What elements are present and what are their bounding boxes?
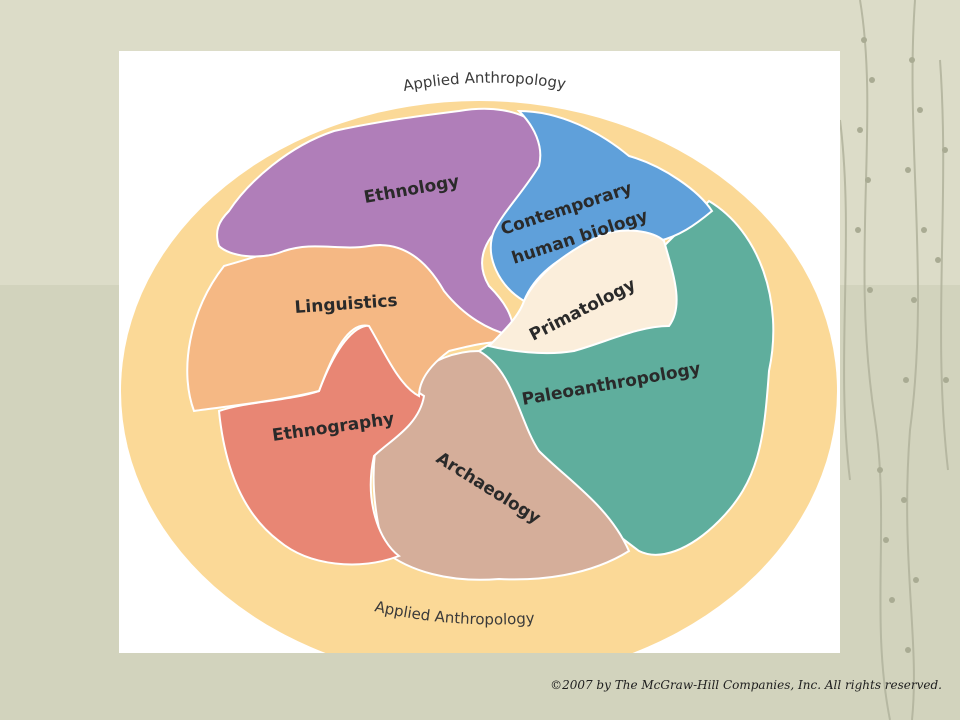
diagram-panel: Applied Anthropology Applied Anthropolog… xyxy=(119,51,840,653)
copyright-notice: ©2007 by The McGraw-Hill Companies, Inc.… xyxy=(550,678,942,692)
branch-decoration xyxy=(839,0,949,720)
anthropology-diagram: Applied Anthropology Applied Anthropolog… xyxy=(121,69,837,653)
region-ethnology xyxy=(216,107,549,338)
ring-label-top: Applied Anthropology xyxy=(402,69,568,95)
region-primatology xyxy=(487,229,678,355)
